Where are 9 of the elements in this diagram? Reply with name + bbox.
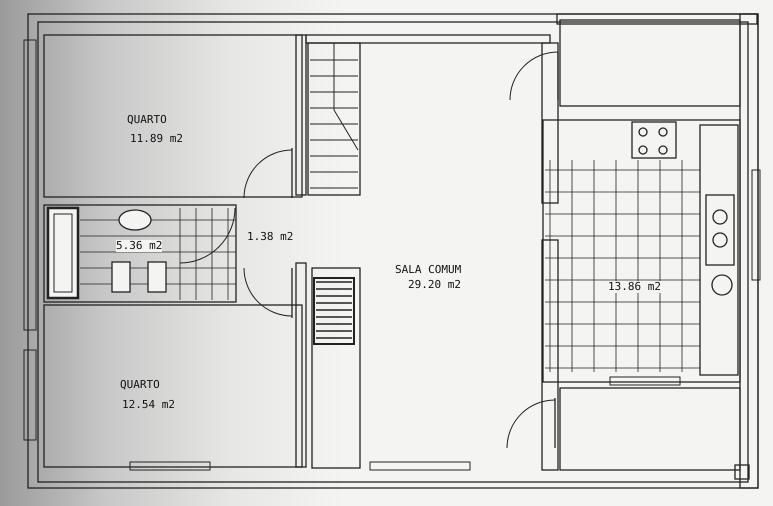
room-name: SALA COMUM: [395, 264, 462, 276]
area-label: 29.20 m2: [408, 279, 461, 291]
area-label: 11.89 m2: [130, 133, 183, 145]
area-label: 12.54 m2: [122, 399, 175, 411]
area-label: 13.86 m2: [608, 281, 661, 293]
room-name: QUARTO: [120, 379, 160, 391]
area-label: 5.36 m2: [116, 240, 162, 252]
area-label: 1.38 m2: [247, 231, 294, 243]
room-name: QUARTO: [127, 114, 167, 126]
